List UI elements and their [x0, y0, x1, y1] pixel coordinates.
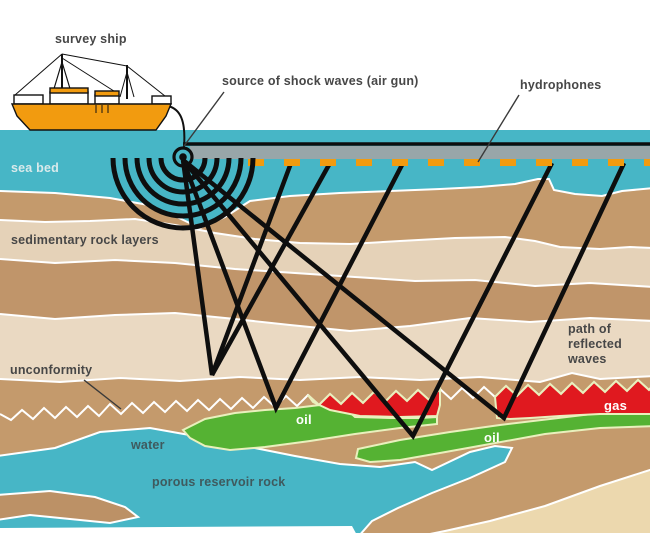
survey-ship — [10, 53, 186, 148]
label-survey-ship: survey ship — [55, 32, 127, 46]
streamer-grey-band — [190, 146, 650, 159]
reservoir-brown-wedge — [0, 489, 141, 525]
label-oil-right: oil — [484, 430, 500, 445]
bottom-edge-strip — [0, 526, 356, 533]
hydrophone-dashes — [248, 159, 650, 166]
wave-path-lines — [180, 158, 627, 441]
ship-rigging — [61, 57, 118, 94]
ship-hull — [10, 103, 173, 131]
label-water: water — [131, 438, 165, 452]
label-sea-bed: sea bed — [11, 161, 59, 175]
oil-deposit-right — [354, 406, 650, 464]
rock-layers — [0, 178, 650, 533]
label-porous-rock: porous reservoir rock — [152, 475, 286, 489]
label-path-reflected-waves: path of reflected waves — [568, 322, 622, 366]
oil-deposit-left — [181, 402, 438, 452]
gas-deposit-main — [493, 378, 650, 421]
unconformity-pointer — [83, 379, 122, 410]
gas-deposit-small — [307, 386, 441, 419]
rock-layer-sand — [429, 468, 650, 533]
label-hydrophones: hydrophones — [520, 78, 602, 92]
label-oil-left: oil — [296, 412, 312, 427]
shock-source-pointer — [183, 91, 225, 147]
air-gun-icon — [172, 146, 194, 168]
ship-rigging — [126, 65, 171, 101]
ship-stern-deck — [151, 95, 172, 105]
ship-deckhouse — [49, 91, 89, 105]
wave-path-3 — [181, 158, 555, 441]
wave-path-2 — [180, 159, 405, 414]
label-shock-source: source of shock waves (air gun) — [222, 74, 419, 88]
pointer-lines — [83, 91, 520, 410]
shock-wave-arcs — [110, 157, 256, 231]
hydrophones-pointer — [477, 94, 520, 163]
ship-cabin-roof — [94, 90, 120, 97]
hydrophone-streamer — [183, 142, 650, 166]
reservoir-water — [0, 426, 514, 533]
ship-bow-deck — [13, 94, 44, 105]
ship-deckhouse-roof — [49, 87, 89, 94]
label-gas: gas — [604, 398, 628, 413]
ship-tow-line — [167, 105, 186, 148]
ship-rigging — [61, 53, 128, 67]
ship-rigging — [14, 53, 63, 96]
label-sedimentary-rock: sedimentary rock layers — [11, 233, 159, 247]
wave-path-4 — [181, 158, 627, 422]
label-unconformity: unconformity — [10, 363, 93, 377]
